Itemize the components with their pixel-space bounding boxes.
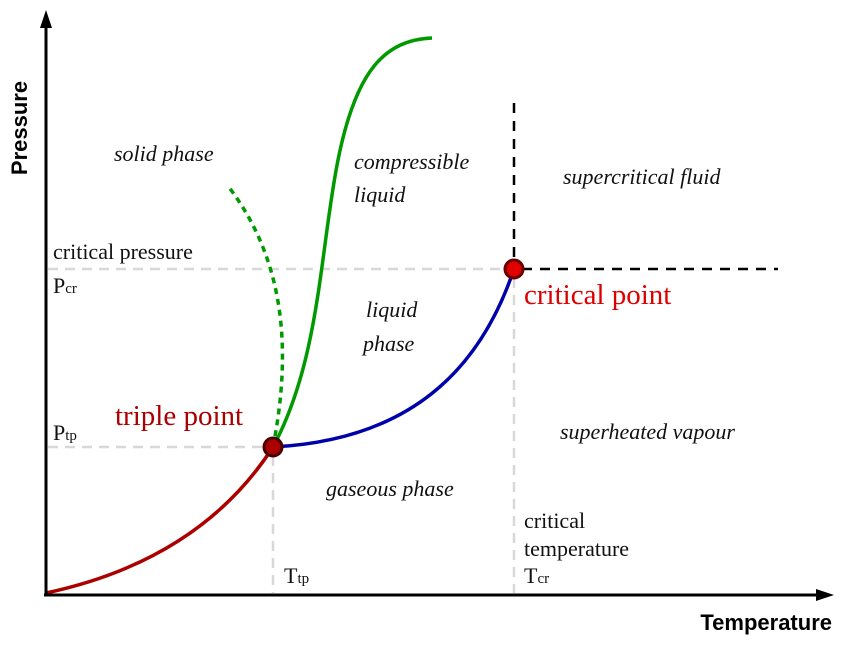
critical-temperature-label-2: temperature	[524, 536, 629, 561]
triple-point-marker	[262, 436, 284, 458]
critical-point-label: critical point	[524, 279, 671, 311]
x-axis-arrow-icon	[816, 589, 834, 601]
superheated-vapour-label: superheated vapour	[560, 419, 735, 444]
sublimation-curve	[45, 446, 275, 595]
compressible-liquid-label-2: liquid	[354, 182, 406, 207]
critical-temperature-label-1: critical	[524, 508, 585, 533]
t-cr-label: Tcr	[524, 563, 549, 588]
anomalous-melting-curve	[226, 184, 285, 448]
triple-point-label: triple point	[115, 400, 243, 432]
t-tp-label: Ttp	[284, 563, 309, 588]
liquid-phase-label-1: liquid	[366, 297, 418, 322]
gaseous-phase-label: gaseous phase	[326, 476, 454, 501]
p-tp-label: Ptp	[53, 420, 77, 445]
y-axis-arrow-icon	[40, 10, 52, 28]
compressible-liquid-label-1: compressible	[354, 149, 470, 174]
y-axis-title: Pressure	[7, 81, 32, 175]
vaporization-curve	[272, 268, 516, 449]
supercritical-fluid-label: supercritical fluid	[563, 164, 721, 189]
x-axis-title: Temperature	[700, 610, 832, 635]
solid-phase-label: solid phase	[114, 141, 214, 166]
critical-pressure-label: critical pressure	[53, 239, 193, 264]
p-cr-label: Pcr	[53, 273, 77, 298]
critical-point-marker	[503, 258, 525, 280]
liquid-phase-label-2: phase	[361, 331, 415, 356]
melting-curve	[271, 36, 433, 448]
